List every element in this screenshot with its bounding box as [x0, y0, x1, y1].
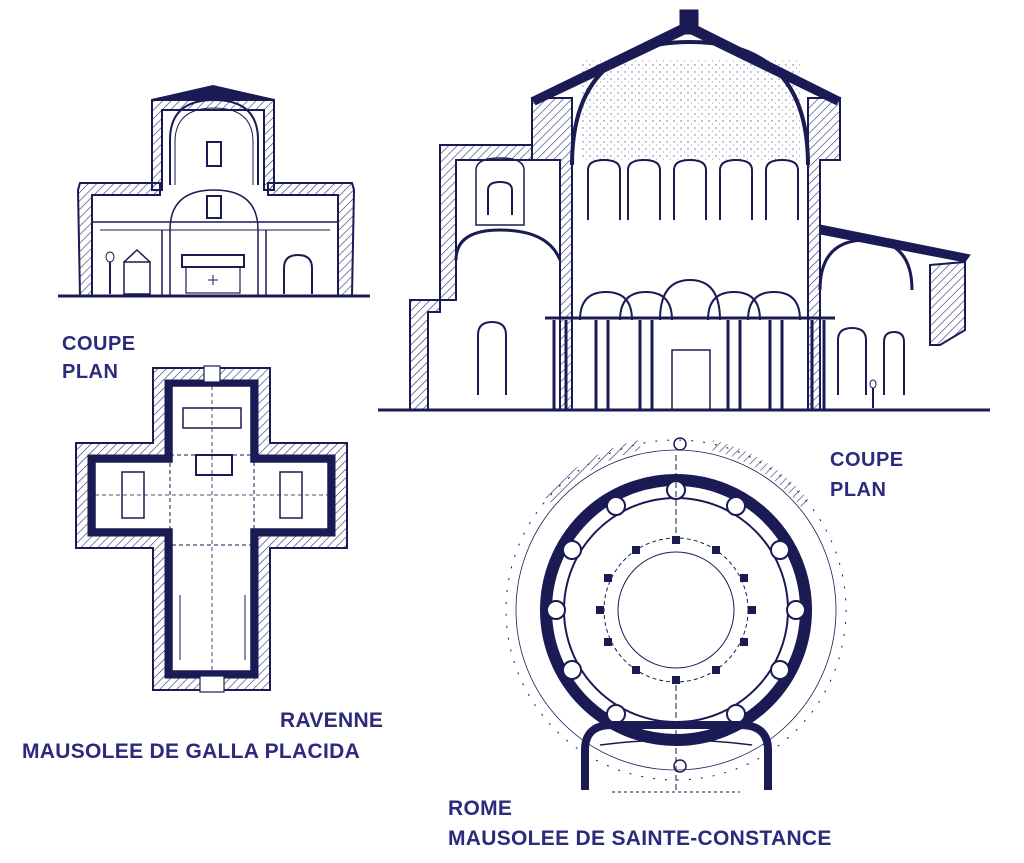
ravenne-monument-title: MAUSOLEE DE GALLA PLACIDA	[22, 740, 361, 763]
ravenne-coupe-label: COUPE	[62, 333, 136, 355]
ravenne-plan-label: PLAN	[62, 361, 119, 383]
constance-section-drawing	[378, 9, 990, 412]
constance-coupe-label: COUPE	[830, 449, 904, 471]
constance-plan-label: PLAN	[830, 479, 887, 501]
constance-monument-title: MAUSOLEE DE SAINTE-CONSTANCE	[448, 827, 832, 850]
ravenne-city-label: RAVENNE	[280, 709, 384, 732]
ravenne-plan-drawing	[75, 365, 348, 693]
ravenne-section-drawing	[58, 84, 370, 298]
rome-city-label: ROME	[448, 797, 513, 820]
constance-plan-drawing	[505, 437, 847, 793]
